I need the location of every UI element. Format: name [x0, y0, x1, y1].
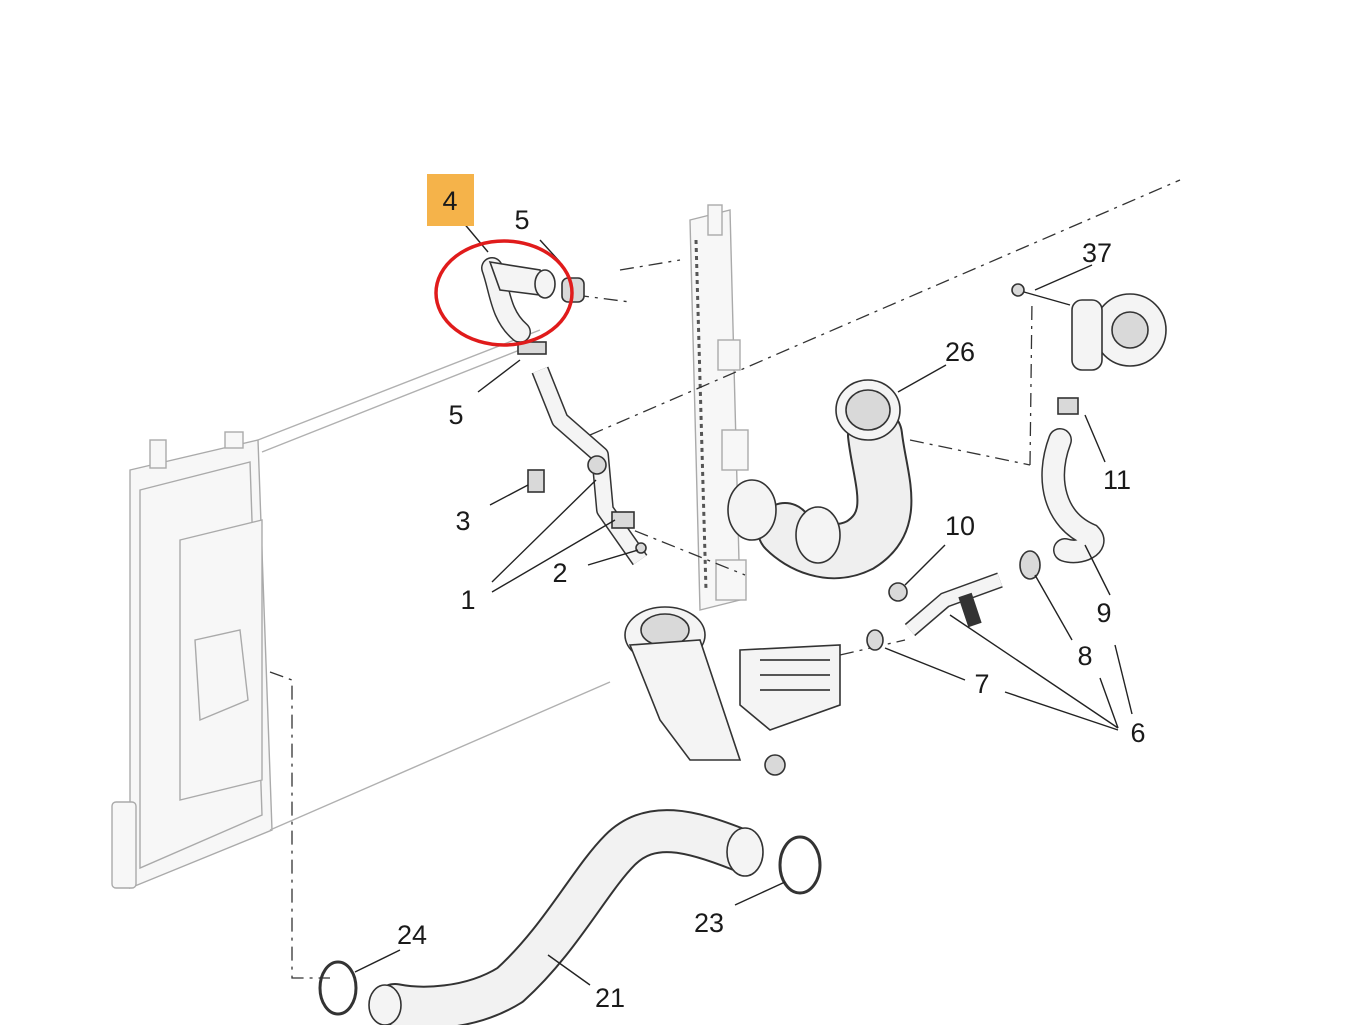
callout-5-bottom: 5 — [448, 400, 463, 430]
callout-26: 26 — [945, 337, 975, 367]
callout-2: 2 — [552, 558, 567, 588]
callout-10: 10 — [945, 511, 975, 541]
highlight-circle — [434, 239, 574, 347]
oil-cooler-assembly — [624, 606, 841, 776]
callout-24: 24 — [397, 920, 427, 950]
hose-part-21 — [318, 809, 822, 1025]
hose-part-4 — [481, 257, 585, 355]
callout-5-top: 5 — [514, 205, 529, 235]
callout-21: 21 — [595, 983, 625, 1013]
pipe-part-1 — [527, 366, 648, 566]
thermostat-housing-37 — [1011, 283, 1167, 415]
highlight-label-box — [427, 174, 474, 226]
hose-part-9 — [1019, 428, 1105, 580]
hose-part-26 — [727, 379, 913, 580]
callout-8: 8 — [1077, 641, 1092, 671]
callout-1: 1 — [460, 585, 475, 615]
pipe-part-6 — [866, 572, 1003, 651]
callout-3: 3 — [455, 506, 470, 536]
callout-23: 23 — [694, 908, 724, 938]
callout-6: 6 — [1130, 718, 1145, 748]
callout-11: 11 — [1103, 465, 1131, 495]
radiator — [111, 329, 611, 890]
callout-4: 4 — [442, 186, 457, 216]
callout-37: 37 — [1082, 238, 1112, 268]
callouts: 5 5 3 1 2 37 26 11 10 9 8 7 6 24 23 21 — [397, 205, 1146, 1013]
leader-lines — [354, 214, 1133, 986]
callout-7: 7 — [974, 669, 989, 699]
condenser-core — [689, 204, 749, 611]
callout-9: 9 — [1096, 598, 1111, 628]
